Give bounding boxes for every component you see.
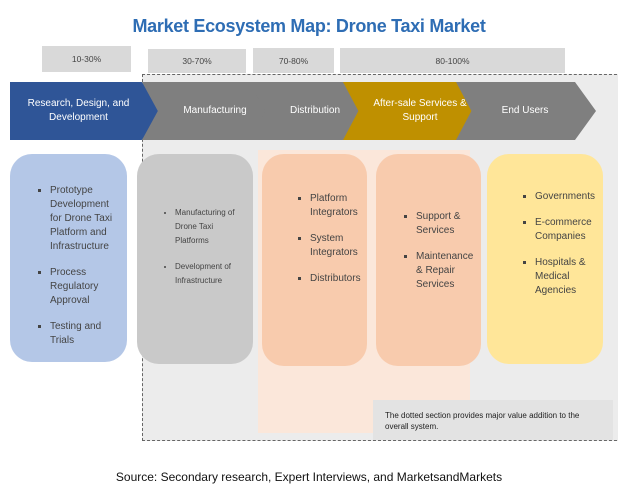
list-item: Platform Integrators [310,192,361,220]
list-item: Process Regulatory Approval [50,266,119,308]
list-item: Testing and Trials [50,320,119,348]
note-box: The dotted section provides major value … [373,400,613,440]
list-item: Manufacturing of Drone Taxi Platforms [175,206,245,248]
list-item: Governments [535,190,597,204]
list-item: Development of Infrastructure [175,260,245,288]
card-manufacturing: Manufacturing of Drone Taxi PlatformsDev… [137,154,253,364]
list-item: Maintenance & Repair Services [416,250,475,292]
list-item: Hospitals & Medical Agencies [535,256,597,298]
source-caption: Source: Secondary research, Expert Inter… [115,470,503,484]
stage-research-design-development: Research, Design, and Development [10,82,165,140]
percentage-box-manufacturing: 30-70% [148,49,246,73]
list-item: E-commerce Companies [535,216,597,244]
stage-manufacturing: Manufacturing [142,82,274,140]
card-after-sale: Support & ServicesMaintenance & Repair S… [376,154,481,366]
percentage-box-distribution: 70-80% [253,48,334,73]
list-item: Distributors [310,272,361,286]
page-title: Market Ecosystem Map: Drone Taxi Market [132,16,486,36]
list-item: System Integrators [310,232,361,260]
percentage-box-aftersale-endusers: 80-100% [340,48,565,73]
card-distribution: Platform IntegratorsSystem IntegratorsDi… [262,154,367,366]
card-end-users: GovernmentsE-commerce CompaniesHospitals… [487,154,603,364]
stage-after-sale-services: After-sale Services & Support [343,82,483,140]
stage-distribution: Distribution [249,82,367,140]
list-item: Prototype Development for Drone Taxi Pla… [50,184,119,254]
list-item: Support & Services [416,210,475,238]
card-research: Prototype Development for Drone Taxi Pla… [10,154,127,362]
percentage-box-rd: 10-30% [42,46,131,72]
stage-end-users: End Users [456,82,596,140]
